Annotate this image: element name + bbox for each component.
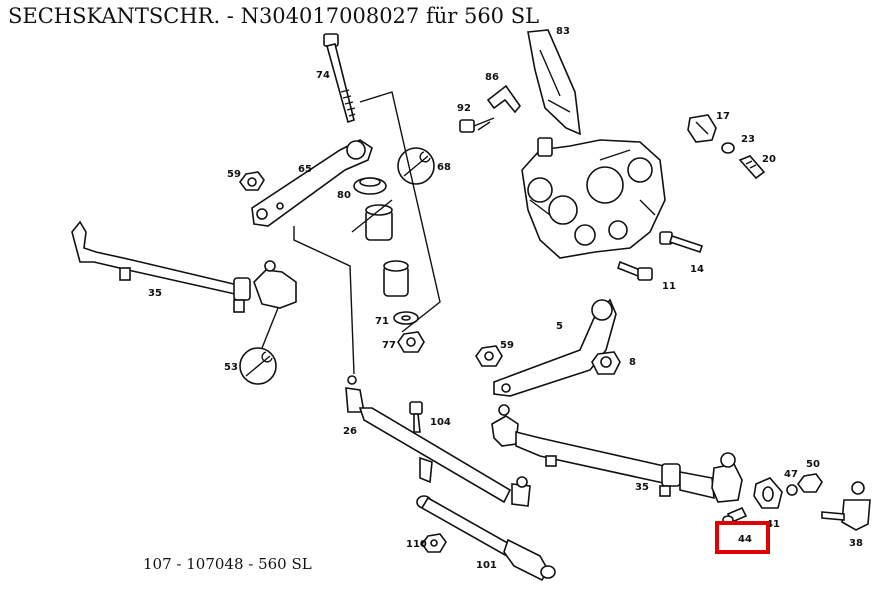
part-26-center-link[interactable]: [345, 375, 531, 507]
part-23-washer[interactable]: [721, 142, 735, 154]
part-35-tie-rod-right[interactable]: [491, 404, 743, 503]
label-44: 44: [738, 534, 752, 545]
part-86-clip[interactable]: [486, 84, 522, 114]
label-59-lower: 59: [500, 340, 514, 351]
label-11: 11: [662, 281, 676, 292]
part-71-washer[interactable]: [393, 311, 419, 325]
label-17: 17: [716, 111, 730, 122]
label-104: 104: [430, 417, 451, 428]
part-53-wrench-icon: [239, 347, 277, 385]
part-41-bracket[interactable]: [753, 477, 783, 509]
label-35-right: 35: [635, 482, 649, 493]
part-83-cover[interactable]: [527, 29, 581, 136]
label-26: 26: [343, 426, 357, 437]
part-38-ball-joint[interactable]: [821, 481, 871, 531]
label-92: 92: [457, 103, 471, 114]
label-71: 71: [375, 316, 389, 327]
label-68: 68: [437, 162, 451, 173]
part-74-bolt[interactable]: [323, 33, 356, 124]
label-35-left: 35: [148, 288, 162, 299]
label-23: 23: [741, 134, 755, 145]
label-74: 74: [316, 70, 330, 81]
label-80: 80: [337, 190, 351, 201]
part-11-bolt[interactable]: [617, 260, 653, 281]
part-20-bolt[interactable]: [738, 155, 766, 180]
part-35-tie-rod-left[interactable]: [71, 220, 297, 313]
highlight-box-part-44: [715, 521, 770, 554]
part-labels: 83 86 92 74 17 23 20 65 68 59 80 14 11 3…: [148, 26, 863, 571]
label-101: 101: [476, 560, 497, 571]
part-77-nut[interactable]: [397, 331, 425, 353]
steering-gear-housing[interactable]: [521, 137, 666, 259]
part-50-nut[interactable]: [797, 473, 823, 493]
label-50: 50: [806, 459, 820, 470]
page-title: SECHSKANTSCHR. - N304017008027 für 560 S…: [8, 4, 540, 28]
part-17-bracket[interactable]: [687, 114, 717, 143]
part-5-pitman-arm[interactable]: [493, 298, 617, 397]
part-104-bolt[interactable]: [409, 401, 423, 433]
label-59: 59: [227, 169, 241, 180]
label-83: 83: [556, 26, 570, 37]
part-47-washer[interactable]: [786, 484, 798, 496]
idler-bearing-stack[interactable]: [365, 204, 409, 297]
part-59-nut-lower[interactable]: [475, 345, 503, 367]
label-8: 8: [629, 357, 636, 368]
part-59-nut[interactable]: [239, 171, 265, 191]
part-101-damper[interactable]: [416, 495, 556, 582]
label-65: 65: [298, 164, 312, 175]
part-68-wrench-icon: [397, 147, 435, 185]
label-20: 20: [762, 154, 776, 165]
label-5: 5: [556, 321, 563, 332]
label-41: 41: [766, 519, 780, 530]
label-38: 38: [849, 538, 863, 549]
label-47: 47: [784, 469, 798, 480]
label-86: 86: [485, 72, 499, 83]
part-92-screw[interactable]: [459, 117, 495, 133]
part-65-idler-arm[interactable]: [251, 139, 373, 227]
part-110-nut[interactable]: [421, 533, 447, 553]
diagram-code: 107 - 107048 - 560 SL: [143, 555, 312, 573]
part-8-nut[interactable]: [591, 351, 621, 375]
part-14-bolt[interactable]: [659, 231, 704, 254]
label-14: 14: [690, 264, 704, 275]
part-80-bushing[interactable]: [353, 177, 387, 195]
label-53: 53: [224, 362, 238, 373]
label-77: 77: [382, 340, 396, 351]
label-110: 110: [406, 539, 427, 550]
